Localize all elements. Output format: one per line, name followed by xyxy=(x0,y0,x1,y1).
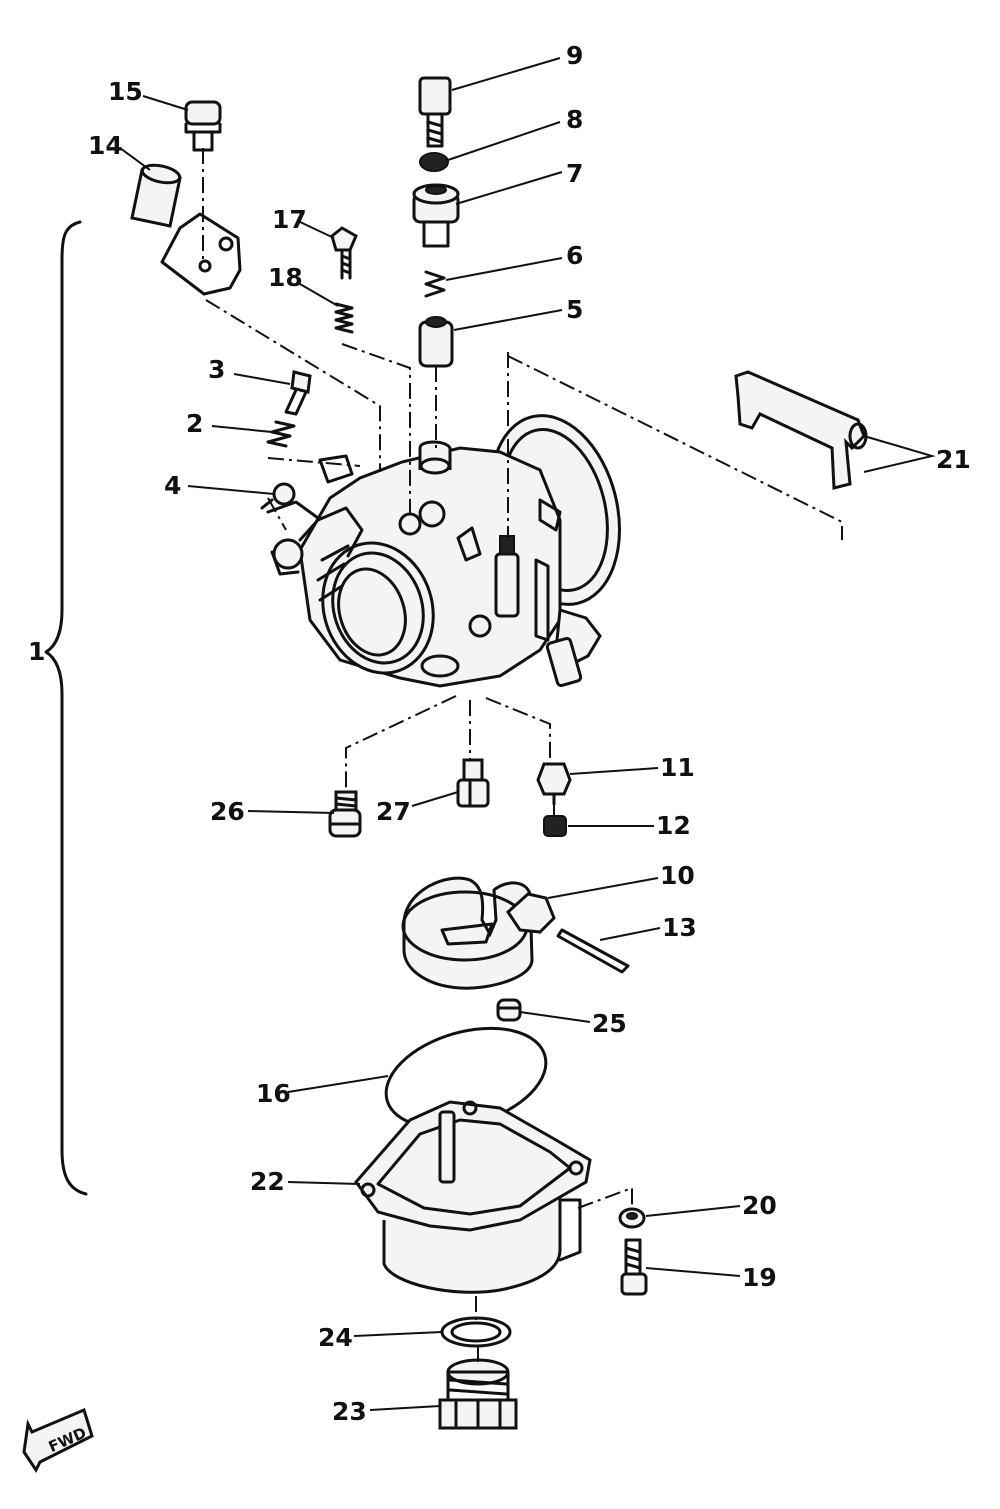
label-24: 24 xyxy=(318,1323,353,1352)
label-8: 8 xyxy=(566,105,583,134)
label-10: 10 xyxy=(660,861,695,890)
fwd-arrow-icon: FWD xyxy=(22,1407,94,1473)
part-22-float-bowl xyxy=(354,1100,592,1294)
label-3: 3 xyxy=(208,355,225,384)
label-15: 15 xyxy=(108,77,143,106)
label-7: 7 xyxy=(566,159,583,188)
part-3-screw xyxy=(284,370,312,416)
part-26-screw xyxy=(328,790,362,838)
part-9-bolt xyxy=(418,76,452,148)
part-18-spring xyxy=(334,302,354,334)
assembly-bracket xyxy=(44,220,88,1196)
part-12-seat xyxy=(543,815,567,837)
label-21: 21 xyxy=(936,445,971,474)
part-24-gasket xyxy=(440,1316,512,1348)
label-4: 4 xyxy=(164,471,181,500)
alignment-lines xyxy=(202,148,843,1362)
label-6: 6 xyxy=(566,241,583,270)
label-1: 1 xyxy=(28,637,45,666)
label-27: 27 xyxy=(376,797,411,826)
label-22: 22 xyxy=(250,1167,285,1196)
part-15-screw xyxy=(184,100,222,152)
label-19: 19 xyxy=(742,1263,777,1292)
label-26: 26 xyxy=(210,797,245,826)
part-5-valve xyxy=(418,316,454,368)
part-14-bracket xyxy=(130,163,242,296)
part-21-pipe xyxy=(734,370,868,490)
label-25: 25 xyxy=(592,1009,627,1038)
part-2-spring xyxy=(266,420,296,448)
label-18: 18 xyxy=(268,263,303,292)
label-13: 13 xyxy=(662,913,697,942)
part-6-spring xyxy=(424,270,446,298)
label-12: 12 xyxy=(656,811,691,840)
label-23: 23 xyxy=(332,1397,367,1426)
label-14: 14 xyxy=(88,131,123,160)
label-11: 11 xyxy=(660,753,695,782)
part-27-jet xyxy=(456,758,490,808)
part-19-bolt xyxy=(620,1238,648,1296)
label-16: 16 xyxy=(256,1079,291,1108)
part-23-drain-plug xyxy=(438,1358,518,1430)
leader-lines xyxy=(119,57,936,1411)
carburetor-body xyxy=(266,414,621,688)
part-13-pin xyxy=(556,928,630,974)
part-8-washer xyxy=(419,152,449,172)
label-20: 20 xyxy=(742,1191,777,1220)
part-11-needle xyxy=(536,762,572,806)
part-7-nut xyxy=(412,183,460,248)
label-17: 17 xyxy=(272,205,307,234)
part-20-washer xyxy=(618,1207,646,1229)
part-17-screw xyxy=(330,226,358,280)
part-25-screw xyxy=(496,998,522,1022)
label-2: 2 xyxy=(186,409,203,438)
label-5: 5 xyxy=(566,295,583,324)
label-9: 9 xyxy=(566,41,583,70)
part-labels: 1 2 3 4 5 6 7 8 9 10 11 12 13 14 15 16 1… xyxy=(28,41,971,1426)
part-10-float xyxy=(401,876,556,990)
